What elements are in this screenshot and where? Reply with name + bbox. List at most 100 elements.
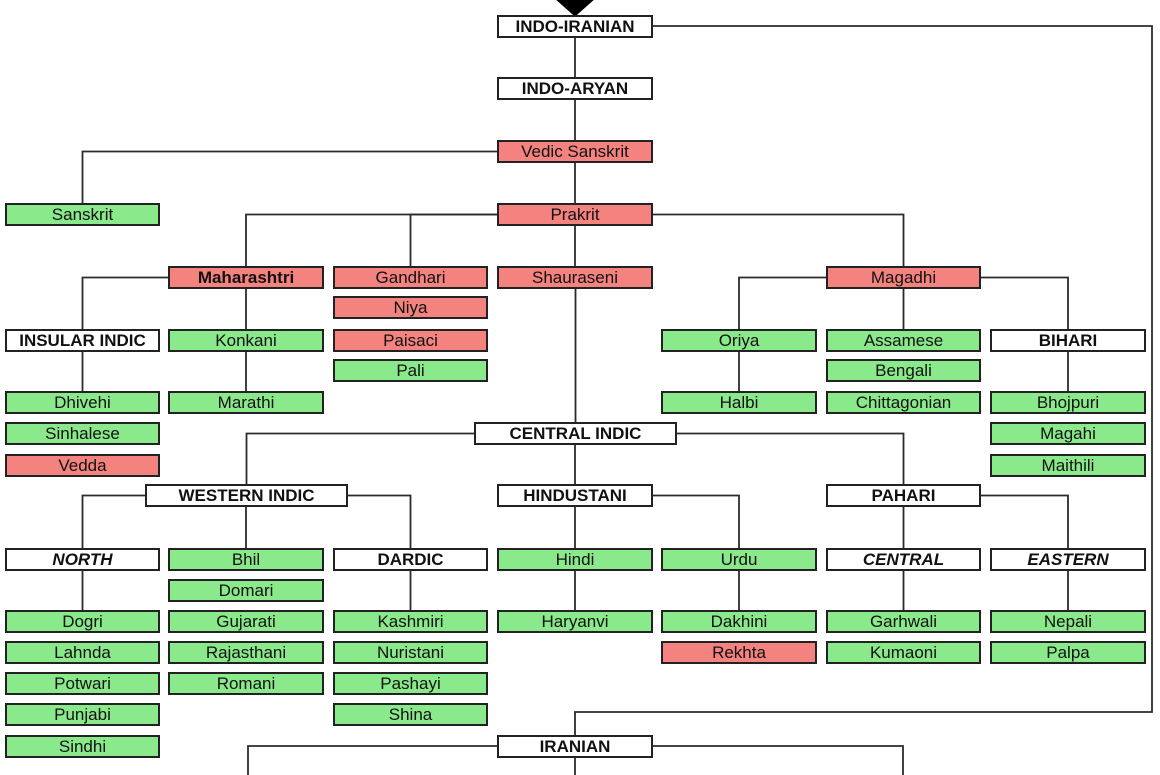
- node-kashmiri: Kashmiri: [333, 610, 488, 633]
- node-oriya: Oriya: [661, 329, 817, 352]
- node-niya: Niya: [333, 296, 488, 319]
- node-punjabi: Punjabi: [5, 703, 160, 726]
- edge-iranian-right-subtree: [653, 745, 904, 775]
- node-maharashtri: Maharashtri: [168, 266, 324, 289]
- node-palpa: Palpa: [990, 641, 1146, 664]
- node-label-indoiranian: INDO-IRANIAN: [515, 17, 635, 36]
- node-garhwali: Garhwali: [826, 610, 981, 633]
- node-label-nuristani: Nuristani: [376, 643, 445, 662]
- node-label-garhwali: Garhwali: [869, 612, 938, 631]
- node-marathi: Marathi: [168, 391, 324, 414]
- node-indoiranian: INDO-IRANIAN: [497, 15, 653, 38]
- node-centralindic: CENTRAL INDIC: [474, 422, 677, 445]
- node-label-dogri: Dogri: [62, 612, 103, 631]
- node-label-iranian: IRANIAN: [539, 737, 611, 756]
- node-sanskrit: Sanskrit: [5, 203, 160, 226]
- node-dogri: Dogri: [5, 610, 160, 633]
- node-label-halbi: Halbi: [719, 393, 759, 412]
- node-label-insularindic: INSULAR INDIC: [19, 331, 146, 350]
- edge-prakrit-maharashtri: [245, 213, 497, 267]
- node-label-kumaoni: Kumaoni: [869, 643, 938, 662]
- node-label-paisaci: Paisaci: [383, 331, 438, 350]
- node-label-haryanvi: Haryanvi: [541, 612, 609, 631]
- node-lahnda: Lahnda: [5, 641, 160, 664]
- node-dakhini: Dakhini: [661, 610, 817, 633]
- node-label-hindi: Hindi: [555, 550, 595, 569]
- node-vedda: Vedda: [5, 454, 160, 477]
- edge-centralindic-westernindic: [245, 432, 474, 485]
- node-label-bhojpuri: Bhojpuri: [1036, 393, 1100, 412]
- node-haryanvi: Haryanvi: [497, 610, 653, 633]
- node-label-indoaryan: INDO-ARYAN: [521, 79, 629, 98]
- node-insularindic: INSULAR INDIC: [5, 329, 160, 352]
- node-label-palpa: Palpa: [1046, 643, 1090, 662]
- edge-vedic-sanskrit: [81, 150, 497, 204]
- node-label-gujarati: Gujarati: [216, 612, 276, 631]
- node-label-shauraseni: Shauraseni: [531, 268, 618, 287]
- node-label-gandhari: Gandhari: [375, 268, 446, 287]
- node-central: CENTRAL: [826, 548, 981, 571]
- node-label-domari: Domari: [218, 581, 274, 600]
- node-konkani: Konkani: [168, 329, 324, 352]
- node-magahi: Magahi: [990, 422, 1146, 445]
- edge-magadhi-bihari: [981, 276, 1069, 330]
- node-nuristani: Nuristani: [333, 641, 488, 664]
- node-label-hindustani: HINDUSTANI: [523, 486, 627, 505]
- node-label-centralindic: CENTRAL INDIC: [509, 424, 642, 443]
- node-label-vedic: Vedic Sanskrit: [521, 142, 629, 161]
- edge-centralindic-pahari: [677, 432, 905, 485]
- node-sindhi: Sindhi: [5, 735, 160, 758]
- node-bihari: BIHARI: [990, 329, 1146, 352]
- node-potwari: Potwari: [5, 672, 160, 695]
- node-chittagonian: Chittagonian: [826, 391, 981, 414]
- node-eastern: EASTERN: [990, 548, 1146, 571]
- node-maithili: Maithili: [990, 454, 1146, 477]
- edge-iranian-left-subtree: [247, 745, 497, 775]
- node-bhil: Bhil: [168, 548, 324, 571]
- node-label-urdu: Urdu: [720, 550, 758, 569]
- edge-pahari-eastern: [981, 494, 1069, 549]
- edge-prakrit-magadhi: [653, 213, 905, 267]
- node-indoaryan: INDO-ARYAN: [497, 77, 653, 100]
- node-label-assamese: Assamese: [863, 331, 944, 350]
- node-shina: Shina: [333, 703, 488, 726]
- node-hindi: Hindi: [497, 548, 653, 571]
- node-label-konkani: Konkani: [215, 331, 277, 350]
- node-dardic: DARDIC: [333, 548, 488, 571]
- node-halbi: Halbi: [661, 391, 817, 414]
- node-label-marathi: Marathi: [217, 393, 275, 412]
- node-assamese: Assamese: [826, 329, 981, 352]
- node-label-bengali: Bengali: [875, 361, 932, 380]
- node-label-eastern: EASTERN: [1027, 550, 1109, 569]
- node-hindustani: HINDUSTANI: [497, 484, 653, 507]
- node-shauraseni: Shauraseni: [497, 266, 653, 289]
- node-label-maithili: Maithili: [1041, 456, 1095, 475]
- node-label-dakhini: Dakhini: [710, 612, 768, 631]
- node-sinhalese: Sinhalese: [5, 422, 160, 445]
- node-nepali: Nepali: [990, 610, 1146, 633]
- node-label-bihari: BIHARI: [1038, 331, 1098, 350]
- node-label-westernindic: WESTERN INDIC: [178, 486, 315, 505]
- node-dhivehi: Dhivehi: [5, 391, 160, 414]
- node-label-niya: Niya: [393, 298, 428, 317]
- node-bhojpuri: Bhojpuri: [990, 391, 1146, 414]
- node-gandhari: Gandhari: [333, 266, 488, 289]
- node-magadhi: Magadhi: [826, 266, 981, 289]
- node-label-oriya: Oriya: [718, 331, 760, 350]
- node-label-potwari: Potwari: [54, 674, 111, 693]
- node-label-rajasthani: Rajasthani: [205, 643, 287, 662]
- node-label-lahnda: Lahnda: [54, 643, 111, 662]
- node-label-sanskrit: Sanskrit: [51, 205, 114, 224]
- node-gujarati: Gujarati: [168, 610, 324, 633]
- node-label-chittagonian: Chittagonian: [855, 393, 952, 412]
- node-label-pashayi: Pashayi: [380, 674, 441, 693]
- node-label-kashmiri: Kashmiri: [377, 612, 444, 631]
- node-label-pali: Pali: [396, 361, 425, 380]
- edge-prakrit-gandhari: [409, 213, 497, 267]
- node-label-nepali: Nepali: [1043, 612, 1093, 631]
- node-label-dhivehi: Dhivehi: [54, 393, 111, 412]
- node-rajasthani: Rajasthani: [168, 641, 324, 664]
- node-urdu: Urdu: [661, 548, 817, 571]
- node-iranian: IRANIAN: [497, 735, 653, 758]
